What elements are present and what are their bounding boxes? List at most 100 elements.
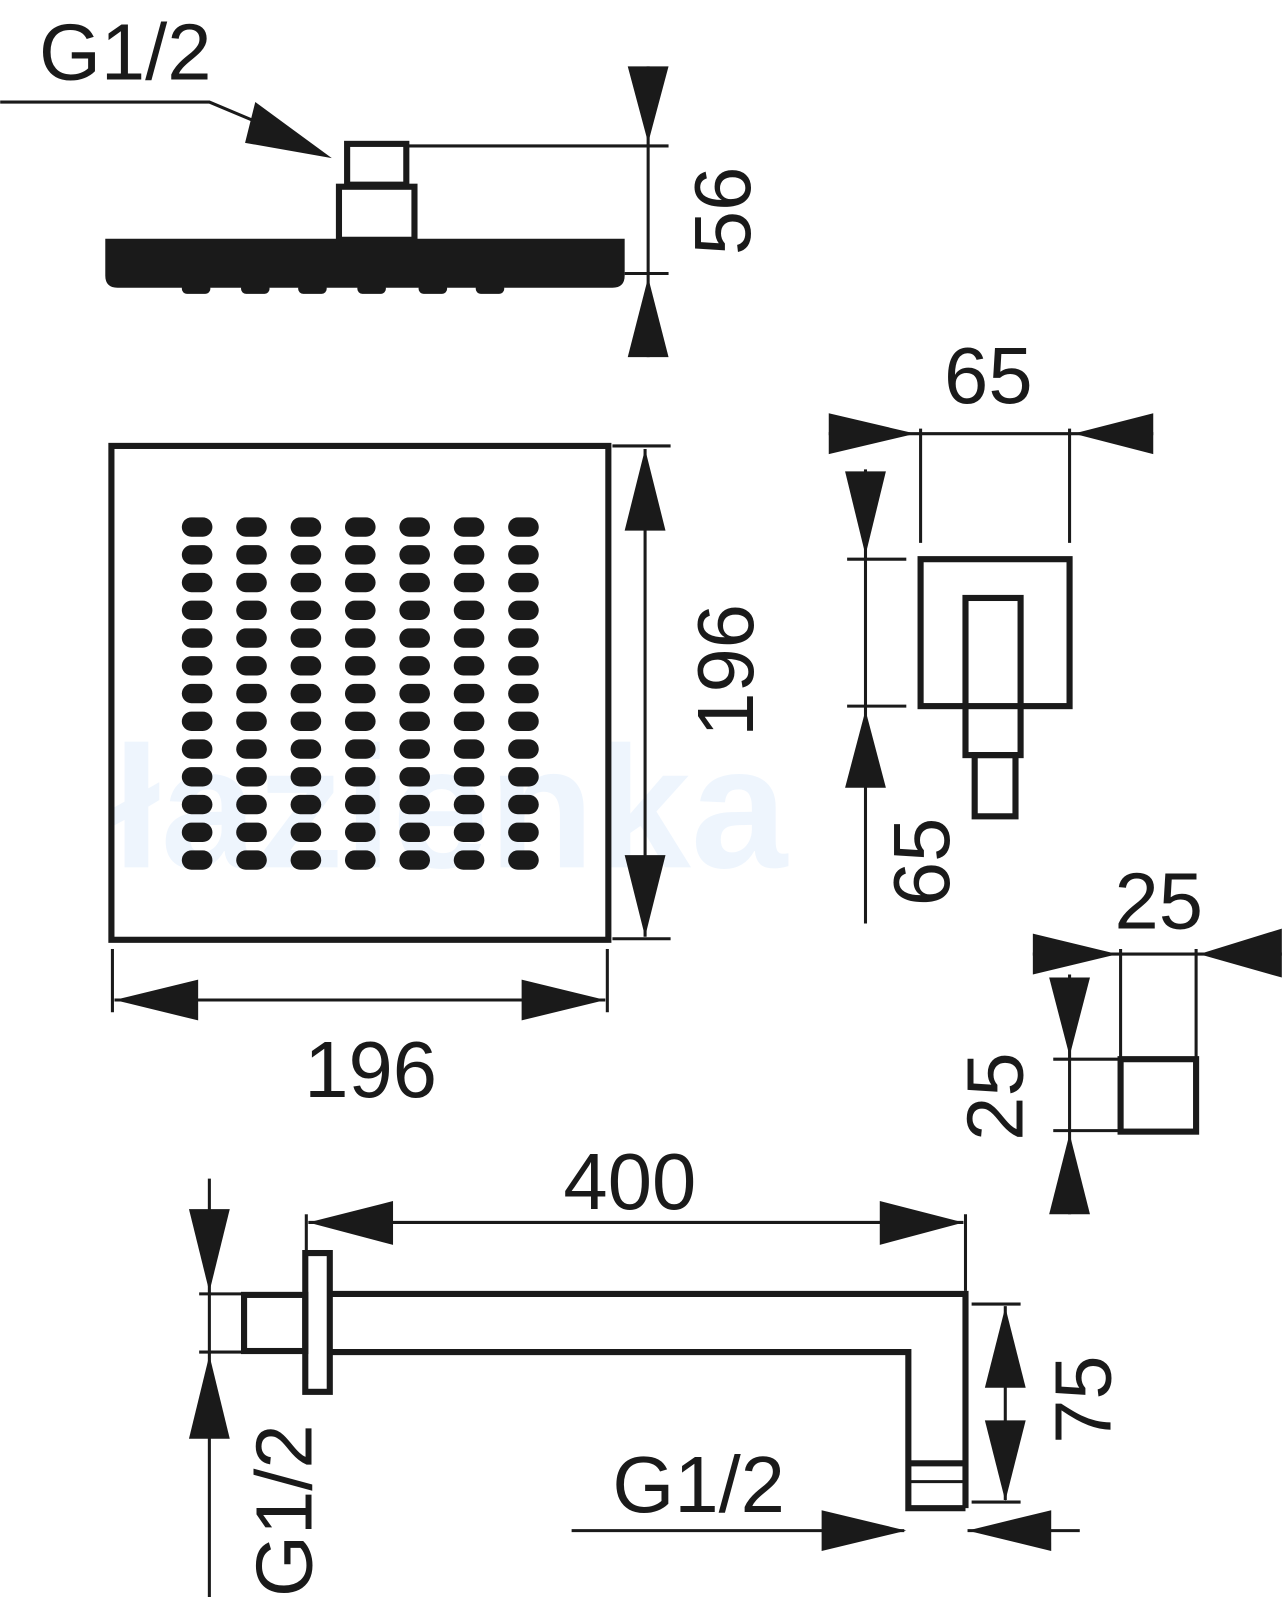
nozzle-dot — [344, 739, 376, 759]
thread-label-top: G1/2 — [39, 8, 212, 97]
nozzle-dot — [399, 794, 430, 815]
nozzle-dot — [399, 767, 430, 787]
nozzle-dot — [181, 711, 213, 732]
height-label: 56 — [678, 167, 767, 256]
nozzle-dot — [236, 545, 267, 565]
nozzle-dot — [290, 628, 322, 648]
nozzle-dot — [290, 572, 322, 593]
arrow-icon — [245, 102, 332, 159]
watermark: łazienka — [112, 710, 788, 904]
nozzle-dot — [181, 572, 213, 593]
arm-length-label: 400 — [563, 1137, 696, 1226]
nozzle-dot — [399, 739, 430, 759]
nozzle-dot — [181, 794, 213, 815]
nozzle-dot — [453, 822, 485, 843]
nozzle-dot — [344, 628, 376, 648]
nozzle-dot — [236, 767, 267, 787]
nozzle-dot — [181, 600, 213, 620]
nozzle-dot — [181, 850, 213, 870]
nozzle-dot — [181, 767, 213, 787]
nozzle-dot — [399, 822, 430, 843]
nozzle-dot — [344, 711, 376, 732]
nozzle-dot — [236, 711, 267, 732]
nozzle-dot — [453, 628, 485, 648]
nozzle-dot — [344, 822, 376, 843]
nozzle-dot — [181, 683, 213, 704]
nozzle-dot — [344, 517, 376, 537]
nozzle-dot — [508, 545, 539, 565]
plate-width-label: 65 — [944, 331, 1033, 420]
nozzle-dot — [290, 739, 322, 759]
nozzle-dot — [399, 572, 430, 593]
nozzle-grid — [181, 517, 539, 870]
nut — [344, 140, 410, 188]
nozzle-dot — [290, 545, 322, 565]
shower-arm-view: 400 G1/2 75 G1/2 — [188, 1137, 1127, 1597]
nozzle-dot — [399, 683, 430, 704]
nozzle-dot — [181, 628, 213, 648]
nozzle-dot — [236, 683, 267, 704]
nozzle-dot — [508, 683, 539, 704]
nozzle-dot — [236, 517, 267, 537]
nozzle-dot — [453, 739, 485, 759]
section-height-label: 25 — [951, 1052, 1040, 1141]
nozzle-dot — [344, 656, 376, 676]
nozzle-dot — [344, 850, 376, 870]
arm-section-view: 25 25 — [951, 857, 1282, 1215]
nozzle-dot — [399, 600, 430, 620]
nozzle-dot — [236, 600, 267, 620]
nozzle-dot — [290, 683, 322, 704]
nozzle-dot — [236, 628, 267, 648]
nozzle-dot — [508, 628, 539, 648]
nozzle-dot — [290, 517, 322, 537]
nozzle-dot — [290, 656, 322, 676]
nozzle-dot — [399, 656, 430, 676]
nozzle-dot — [290, 767, 322, 787]
nozzle-dot — [181, 517, 213, 537]
nozzle-dot — [453, 600, 485, 620]
plate-height-label: 65 — [877, 818, 966, 907]
nozzle-dot — [236, 572, 267, 593]
nozzle-dot — [508, 572, 539, 593]
nozzle-dot — [344, 600, 376, 620]
nozzle-dot — [236, 739, 267, 759]
nozzle-dot — [508, 850, 539, 870]
head-top-view: 196 196 — [108, 442, 770, 1114]
nozzle-dot — [453, 517, 485, 537]
nozzle-dot — [508, 711, 539, 732]
nozzle-dot — [399, 517, 430, 537]
nozzle-dot — [290, 711, 322, 732]
nozzles — [181, 283, 505, 294]
nozzle-dot — [453, 545, 485, 565]
nozzle-dot — [508, 794, 539, 815]
nozzle-dot — [399, 850, 430, 870]
wall-plate-view: 65 65 — [828, 331, 1154, 924]
nozzle-dot — [290, 822, 322, 843]
nozzle-dot — [399, 711, 430, 732]
depth-label: 196 — [681, 604, 770, 737]
nozzle-dot — [508, 517, 539, 537]
wall-thread-label: G1/2 — [239, 1424, 328, 1597]
nozzle-dot — [453, 794, 485, 815]
nozzle-dot — [453, 572, 485, 593]
nozzle-dot — [508, 822, 539, 843]
nozzle-dot — [181, 656, 213, 676]
nozzle-dot — [399, 628, 430, 648]
nozzle-dot — [344, 767, 376, 787]
nozzle-dot — [453, 656, 485, 676]
nozzle-dot — [236, 850, 267, 870]
nozzle-dot — [290, 794, 322, 815]
nozzle-dot — [236, 822, 267, 843]
nozzle-dot — [344, 794, 376, 815]
arm-drop-label: 75 — [1038, 1355, 1127, 1444]
nozzle-dot — [399, 545, 430, 565]
nozzle-dot — [508, 767, 539, 787]
nozzle-dot — [453, 683, 485, 704]
nozzle-dot — [181, 545, 213, 565]
nozzle-dot — [236, 656, 267, 676]
nozzle-dot — [344, 572, 376, 593]
nozzle-dot — [236, 794, 267, 815]
nozzle-dot — [453, 850, 485, 870]
head-side-view: G1/2 56 — [0, 8, 767, 358]
